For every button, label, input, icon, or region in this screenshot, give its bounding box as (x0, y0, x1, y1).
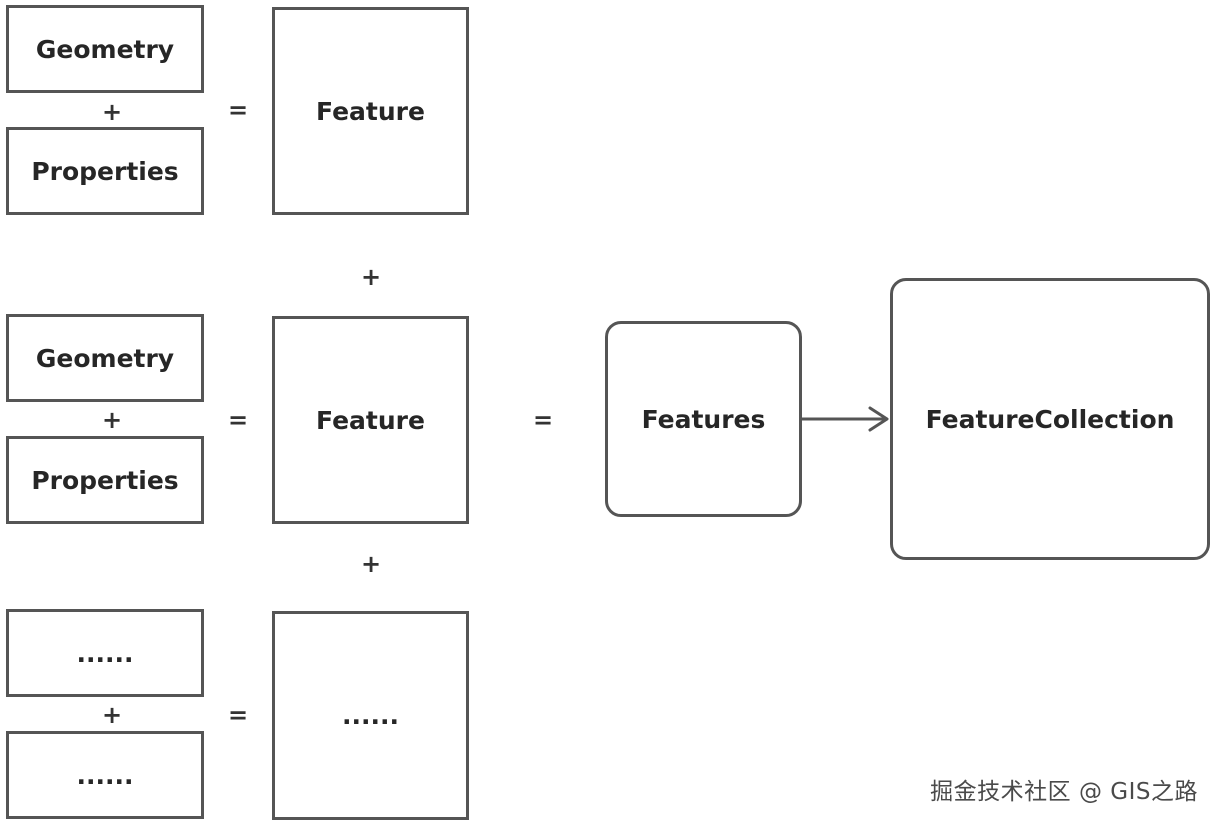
geometry-label-1: Geometry (35, 34, 175, 64)
equals-sign-2: = (227, 406, 249, 434)
feature-plus-1: + (360, 263, 382, 291)
plus-sign-3: + (101, 701, 123, 729)
ellipsis-result-box: ...... (272, 611, 469, 820)
feature-collection-box: FeatureCollection (890, 278, 1210, 560)
main-equals-sign: = (532, 406, 554, 434)
geometry-box-1: Geometry (6, 5, 204, 93)
watermark: 掘金技术社区 @ GIS之路 (930, 779, 1198, 805)
properties-label-1: Properties (31, 156, 179, 186)
equals-sign-1: = (227, 96, 249, 124)
feature-label-1: Feature (316, 96, 425, 126)
ellipsis-box-top: ...... (6, 609, 204, 697)
ellipsis-label-top: ...... (76, 638, 134, 668)
properties-box-2: Properties (6, 436, 204, 524)
geometry-label-2: Geometry (35, 343, 175, 373)
properties-label-2: Properties (31, 465, 179, 495)
feature-plus-2: + (360, 550, 382, 578)
feature-collection-label: FeatureCollection (925, 404, 1175, 434)
feature-box-1: Feature (272, 7, 469, 215)
feature-label-2: Feature (316, 405, 425, 435)
equals-sign-3: = (227, 701, 249, 729)
ellipsis-box-bottom: ...... (6, 731, 204, 819)
plus-sign-2: + (101, 406, 123, 434)
ellipsis-label-bottom: ...... (76, 760, 134, 790)
feature-box-2: Feature (272, 316, 469, 524)
plus-sign-1: + (101, 98, 123, 126)
properties-box-1: Properties (6, 127, 204, 215)
ellipsis-result-label: ...... (342, 701, 399, 730)
geometry-box-2: Geometry (6, 314, 204, 402)
features-box: Features (605, 321, 802, 517)
features-label: Features (641, 404, 766, 434)
